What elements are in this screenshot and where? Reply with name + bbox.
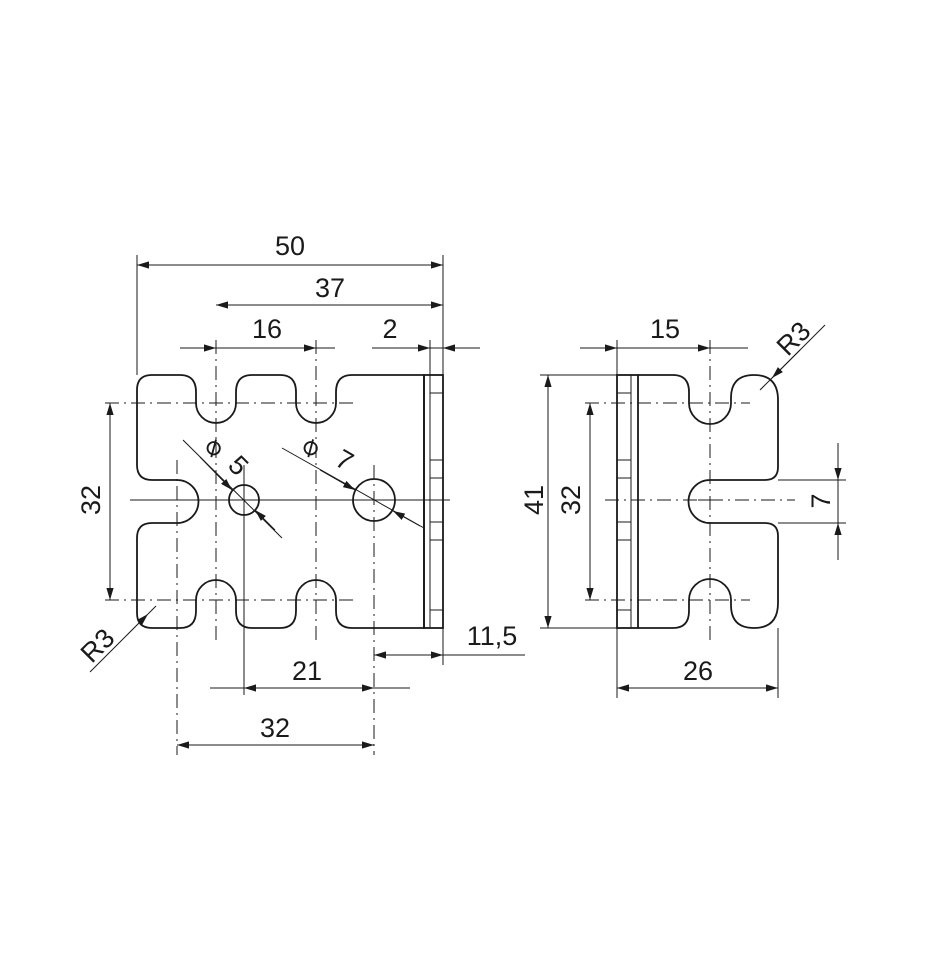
left-plate-view: 50 37 16 2 32 R3 11,5 21 3 bbox=[75, 231, 525, 755]
dim-left-32: 32 bbox=[76, 485, 106, 515]
dim-41: 41 bbox=[519, 485, 549, 515]
dim-bottom-32: 32 bbox=[260, 713, 290, 743]
dim-11-5: 11,5 bbox=[467, 621, 518, 651]
dim-hole-5: 5 bbox=[222, 450, 254, 482]
left-hinge bbox=[423, 374, 444, 629]
diameter-symbol-5: ⌀ bbox=[198, 429, 227, 463]
dim-left-r3: R3 bbox=[75, 623, 121, 669]
dim-16: 16 bbox=[252, 314, 282, 344]
dim-2: 2 bbox=[382, 314, 397, 344]
dim-hole-7: 7 bbox=[330, 443, 358, 476]
right-dimensions: 41 32 15 R3 7 26 bbox=[519, 314, 846, 698]
dim-right-32: 32 bbox=[556, 485, 586, 515]
left-plate-outline bbox=[136, 374, 425, 629]
left-center-lines bbox=[105, 340, 450, 755]
dim-21: 21 bbox=[292, 656, 322, 686]
dim-26: 26 bbox=[683, 656, 713, 686]
dim-15: 15 bbox=[650, 314, 680, 344]
dim-37: 37 bbox=[315, 273, 345, 303]
right-plate-outline bbox=[638, 374, 779, 629]
dim-50: 50 bbox=[275, 231, 305, 261]
left-dimensions: 50 37 16 2 32 R3 11,5 21 3 bbox=[75, 231, 525, 749]
right-hinge bbox=[616, 374, 639, 629]
dim-slot-7: 7 bbox=[806, 493, 836, 508]
right-center-lines bbox=[585, 340, 795, 640]
dim-right-r3: R3 bbox=[771, 316, 817, 362]
right-plate-view: 41 32 15 R3 7 26 bbox=[519, 314, 846, 698]
